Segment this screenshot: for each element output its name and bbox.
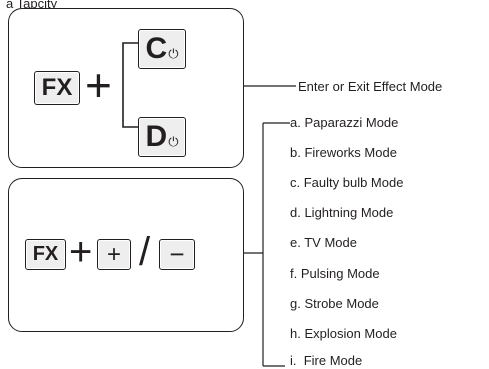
d-power-key: D ⏻	[138, 117, 186, 157]
mode-item-fire: i. Fire Mode	[290, 353, 363, 368]
plus-sign: +	[69, 230, 93, 274]
fx-key: FX	[25, 239, 66, 270]
cut-off-header-text: a Tapcity	[6, 0, 58, 11]
minus-key: −	[159, 239, 195, 270]
c-power-key: C ⏻	[138, 29, 186, 69]
mode-item-faulty-bulb: c. Faulty bulb Mode	[290, 175, 404, 190]
key-bracket	[122, 42, 139, 128]
mode-item-lightning: d. Lightning Mode	[290, 205, 394, 220]
power-icon: ⏻	[168, 46, 179, 61]
effect-mode-label: Enter or Exit Effect Mode	[298, 79, 443, 94]
mode-item-fireworks: b. Fireworks Mode	[290, 145, 397, 160]
plus-sign: +	[85, 59, 112, 111]
mode-item-paparazzi: a. Paparazzi Mode	[290, 115, 399, 130]
mode-item-tv: e. TV Mode	[290, 235, 357, 250]
power-icon: ⏻	[168, 134, 179, 149]
mode-cycle-panel: FX + + / −	[8, 178, 244, 332]
plus-key: +	[97, 239, 131, 270]
effect-toggle-panel: FX + C ⏻ D ⏻	[8, 8, 244, 168]
mode-item-strobe: g. Strobe Mode	[290, 296, 379, 311]
slash-separator: /	[139, 230, 151, 274]
fx-key: FX	[34, 71, 80, 105]
mode-item-explosion: h. Explosion Mode	[290, 326, 397, 341]
mode-item-pulsing: f. Pulsing Mode	[290, 266, 380, 281]
